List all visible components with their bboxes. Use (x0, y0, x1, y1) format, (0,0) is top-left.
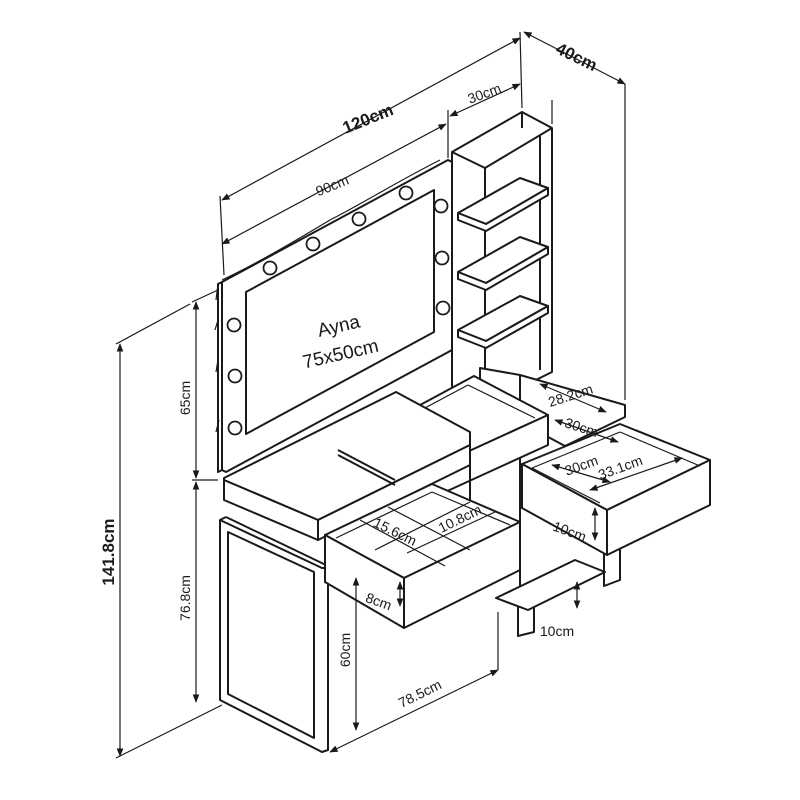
right-drawer (521, 423, 711, 556)
shelf-board (457, 305, 549, 349)
bulb-icon (226, 317, 242, 333)
drawer-divider (374, 501, 471, 551)
dimension-lines (115, 31, 683, 759)
dim-depth: 40cm (553, 39, 600, 75)
drawer-divider (387, 506, 471, 551)
bulb-icon (434, 250, 450, 266)
dim-total-width: 120cm (340, 100, 396, 137)
drawer-divider (359, 519, 446, 567)
bulb-icon (433, 198, 449, 214)
dim-table-width: 78.5cm (396, 676, 444, 711)
dim-mirror-section-height: 65cm (177, 381, 193, 415)
bulb-icon (227, 368, 243, 384)
shelf-board (457, 246, 549, 291)
dim-mirror-frame-width: 90cm (313, 172, 351, 200)
lower-shelf (495, 559, 606, 611)
dim-table-height: 76.8cm (177, 575, 193, 621)
drawer-divider (406, 511, 496, 554)
bulb-icon (435, 300, 451, 316)
shelf-boards (457, 177, 549, 349)
shelf-board (457, 187, 549, 232)
dim-bottom-gap: 10cm (540, 623, 574, 639)
bulb-icon (262, 260, 278, 276)
table-leg-frame (219, 519, 329, 753)
front-drawer-side (324, 534, 405, 629)
right-drawer-side (521, 463, 608, 556)
bulb-icon (351, 211, 367, 227)
bulb-icon (227, 420, 243, 436)
vanity-table (219, 391, 471, 753)
front-drawer (324, 483, 521, 629)
dim-total-height: 141.8cm (99, 518, 118, 585)
dim-leg-height: 60cm (337, 633, 353, 667)
bulb-icon (398, 185, 414, 201)
shelf-tower (451, 111, 553, 406)
bulb-icon (305, 236, 321, 252)
mirror-frame-edge (217, 281, 223, 473)
dim-shelf-width: 30cm (465, 80, 503, 107)
table-leg-inner (227, 531, 315, 739)
